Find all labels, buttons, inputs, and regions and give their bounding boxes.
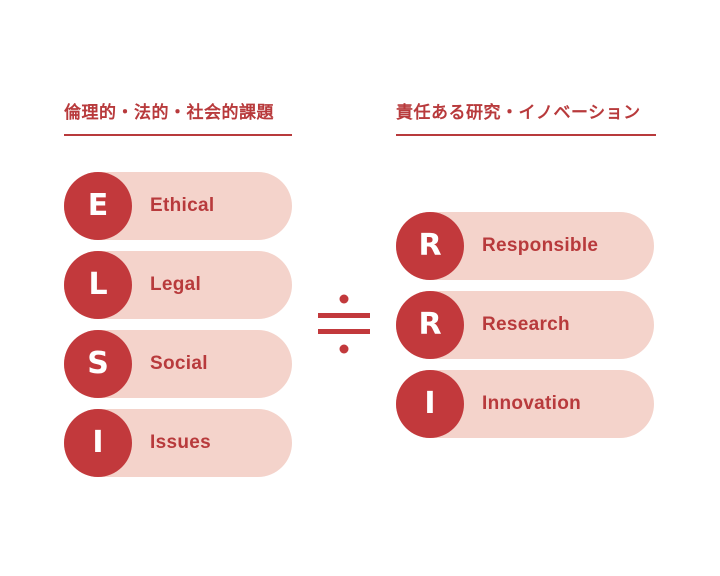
letter-badge: E xyxy=(64,172,132,240)
elsi-item-legal: L Legal xyxy=(64,251,292,319)
letter-badge: S xyxy=(64,330,132,398)
rri-title: 責任ある研究・イノベーション xyxy=(396,103,641,123)
letter-badge: R xyxy=(396,291,464,359)
elsi-item-social: S Social xyxy=(64,330,292,398)
item-label: Ethical xyxy=(150,195,215,216)
item-label: Social xyxy=(150,353,208,374)
elsi-column: 倫理的・法的・社会的課題 E Ethical L Legal S Social … xyxy=(64,96,292,477)
rri-item-innovation: I Innovation xyxy=(396,370,654,438)
letter-badge: R xyxy=(396,212,464,280)
item-label: Innovation xyxy=(482,393,582,414)
item-label: Legal xyxy=(150,274,202,295)
letter-badge: I xyxy=(396,370,464,438)
rri-item-research: R Research xyxy=(396,291,654,359)
rri-title-underline xyxy=(396,134,656,136)
elsi-title-underline xyxy=(64,134,292,136)
rri-list: R Responsible R Research I Innovation xyxy=(396,212,656,449)
elsi-list: E Ethical L Legal S Social I Issues xyxy=(64,172,292,488)
item-label: Responsible xyxy=(482,235,599,256)
elsi-title: 倫理的・法的・社会的課題 xyxy=(64,103,274,123)
elsi-item-issues: I Issues xyxy=(64,409,292,477)
rri-column: 責任ある研究・イノベーション R Responsible R Research … xyxy=(396,96,656,438)
rri-item-responsible: R Responsible xyxy=(396,212,654,280)
elsi-item-ethical: E Ethical xyxy=(64,172,292,240)
letter-badge: I xyxy=(64,409,132,477)
letter-badge: L xyxy=(64,251,132,319)
approximately-equal-icon xyxy=(318,294,370,354)
item-label: Research xyxy=(482,314,570,335)
item-label: Issues xyxy=(150,432,211,453)
